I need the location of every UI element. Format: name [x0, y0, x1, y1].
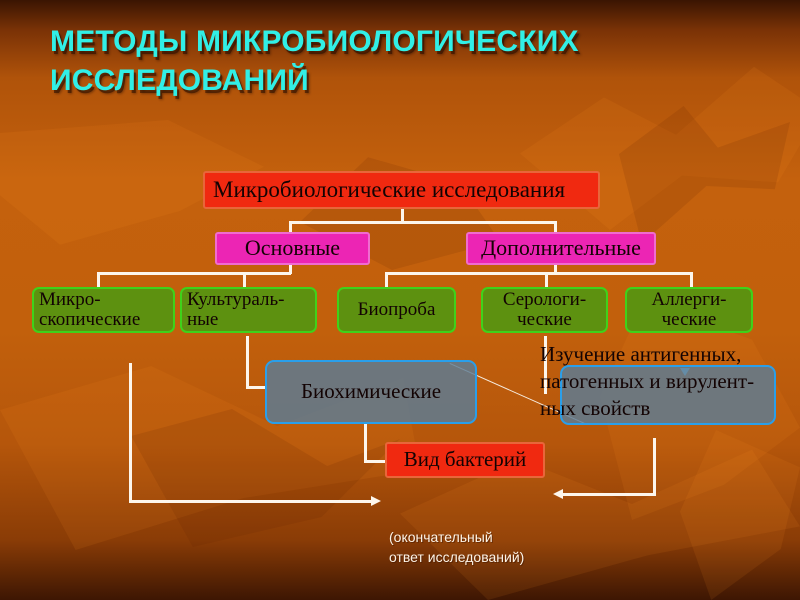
node-dopolnitelnye[interactable]: Дополнительные — [466, 232, 656, 265]
node-label: Дополнительные — [481, 235, 641, 261]
connector-to-dopolnitelnye — [554, 221, 557, 234]
node-label: Микро- скопические — [39, 289, 141, 330]
connector-bottom-left-run — [129, 500, 372, 503]
node-microscopic[interactable]: Микро- скопические — [32, 287, 175, 333]
connector-cultural-down — [246, 336, 249, 386]
connector-level2-bus — [289, 221, 557, 224]
node-biochemical[interactable]: Биохимические — [265, 360, 477, 424]
node-root[interactable]: Микробиологические исследования — [203, 171, 600, 209]
connector-to-microscopic — [97, 272, 100, 287]
connector-izuchenie-down — [653, 438, 656, 496]
connector-left-group-bus — [97, 272, 291, 275]
node-label: Микробиологические исследования — [213, 177, 566, 203]
connector-root-stem — [401, 209, 404, 223]
connector-cultural-to-biochem — [246, 386, 266, 389]
connector-to-serological — [545, 272, 548, 287]
slide-title: МЕТОДЫ МИКРОБИОЛОГИЧЕСКИХ ИССЛЕДОВАНИЙ — [50, 25, 579, 97]
node-vid-bakterij[interactable]: Вид бактерий — [385, 442, 545, 478]
connector-to-cultural — [243, 272, 246, 287]
connector-serological-down — [544, 336, 547, 394]
connector-biochem-to-vid — [364, 460, 388, 463]
node-label: Культураль- ные — [187, 289, 285, 330]
node-serological[interactable]: Серологи- ческие — [481, 287, 608, 333]
connector-biochem-down — [364, 424, 367, 462]
connector-right-group-bus — [385, 272, 693, 275]
connector-bottom-right-run — [563, 493, 656, 496]
connector-to-osnovnye — [289, 221, 292, 234]
node-allergic[interactable]: Аллерги- ческие — [625, 287, 753, 333]
footnote-text: (окончательный ответ исследований) — [389, 529, 525, 566]
node-bioproba[interactable]: Биопроба — [337, 287, 456, 333]
node-label: Вид бактерий — [403, 447, 527, 472]
connector-microscopic-down — [129, 363, 132, 503]
node-cultural[interactable]: Культураль- ные — [180, 287, 317, 333]
node-label: Аллерги- ческие — [651, 289, 727, 330]
node-label: Серологи- ческие — [502, 289, 587, 330]
arrow-right-icon — [371, 496, 381, 506]
leaf-decoration — [680, 430, 800, 600]
node-label: Основные — [244, 235, 341, 261]
node-label: Биохимические — [300, 379, 442, 404]
connector-dopolnitelnye-stem — [554, 263, 557, 274]
node-osnovnye[interactable]: Основные — [215, 232, 370, 265]
node-label: Изучение антигенных, патогенных и вируле… — [540, 342, 755, 420]
node-label: Биопроба — [357, 299, 436, 321]
connector-to-allergic — [690, 272, 693, 287]
arrow-left-icon — [553, 489, 563, 499]
node-izuchenie[interactable]: Изучение антигенных, патогенных и вируле… — [540, 342, 776, 425]
connector-to-bioproba — [385, 272, 388, 287]
connector-osnovnye-stem — [289, 263, 292, 274]
leaf-decoration — [619, 106, 790, 244]
